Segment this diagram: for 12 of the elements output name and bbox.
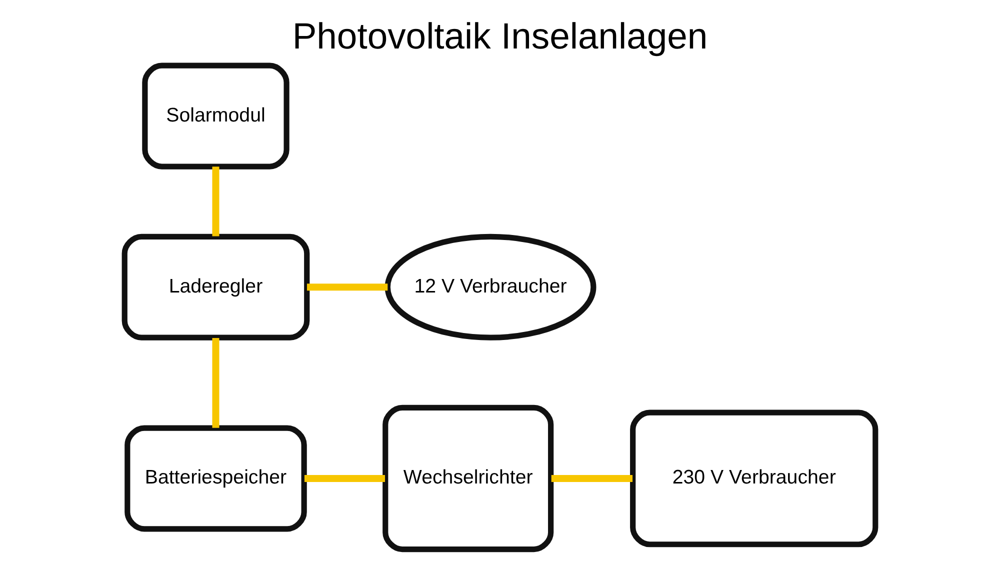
connector: [212, 166, 220, 236]
node-ellipse: 12 V Verbraucher: [384, 234, 596, 340]
node-box: 230 V Verbraucher: [630, 410, 878, 548]
node-box: Wechselrichter: [382, 404, 554, 552]
connector: [306, 284, 388, 291]
connector: [304, 474, 385, 482]
diagram-title: Photovoltaik Inselanlagen: [292, 15, 708, 56]
node-box: Laderegler: [122, 234, 310, 340]
node-box: Solarmodul: [142, 62, 290, 170]
connector: [212, 338, 220, 428]
connector: [551, 474, 633, 482]
node-box: Batteriespeicher: [124, 425, 307, 532]
